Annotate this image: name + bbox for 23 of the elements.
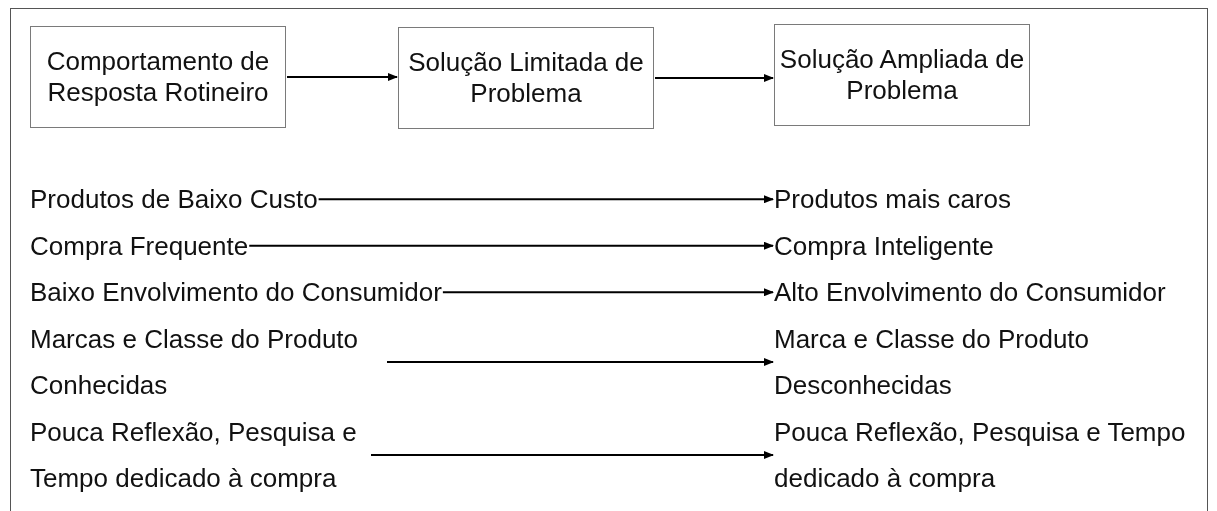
text-label: Produtos mais caros — [774, 176, 1011, 223]
text-label: Marca e Classe do Produto Desconhecidas — [774, 315, 1204, 409]
process-box — [398, 27, 654, 129]
text-label: Compra Frequente — [30, 222, 249, 269]
arrow — [286, 73, 398, 81]
text-label: Pouca Reflexão, Pesquisa e Tempo dedicado à compra — [30, 408, 370, 502]
process-box — [30, 26, 286, 128]
text-label: Produtos de Baixo Custo — [30, 176, 318, 223]
arrow — [654, 74, 774, 82]
arrow — [370, 451, 774, 459]
text-label: Alto Envolvimento do Consumidor — [774, 269, 1166, 316]
text-label: Pouca Reflexão, Pesquisa e Tempo dedicado à compra — [774, 408, 1204, 502]
arrow — [386, 358, 774, 366]
arrow — [317, 195, 774, 204]
arrow — [441, 288, 774, 297]
box-label: Solução Limitada de Problema — [407, 47, 645, 109]
text-label: Compra Inteligente — [774, 222, 994, 269]
arrow — [248, 241, 774, 250]
process-box — [774, 24, 1030, 126]
text-label: Marcas e Classe do Produto Conhecidas — [30, 315, 386, 409]
box-label: Solução Ampliada de Problema — [779, 44, 1025, 106]
text-label: Baixo Envolvimento do Consumidor — [30, 269, 442, 316]
box-label: Comportamento de Resposta Rotineiro — [45, 46, 271, 108]
